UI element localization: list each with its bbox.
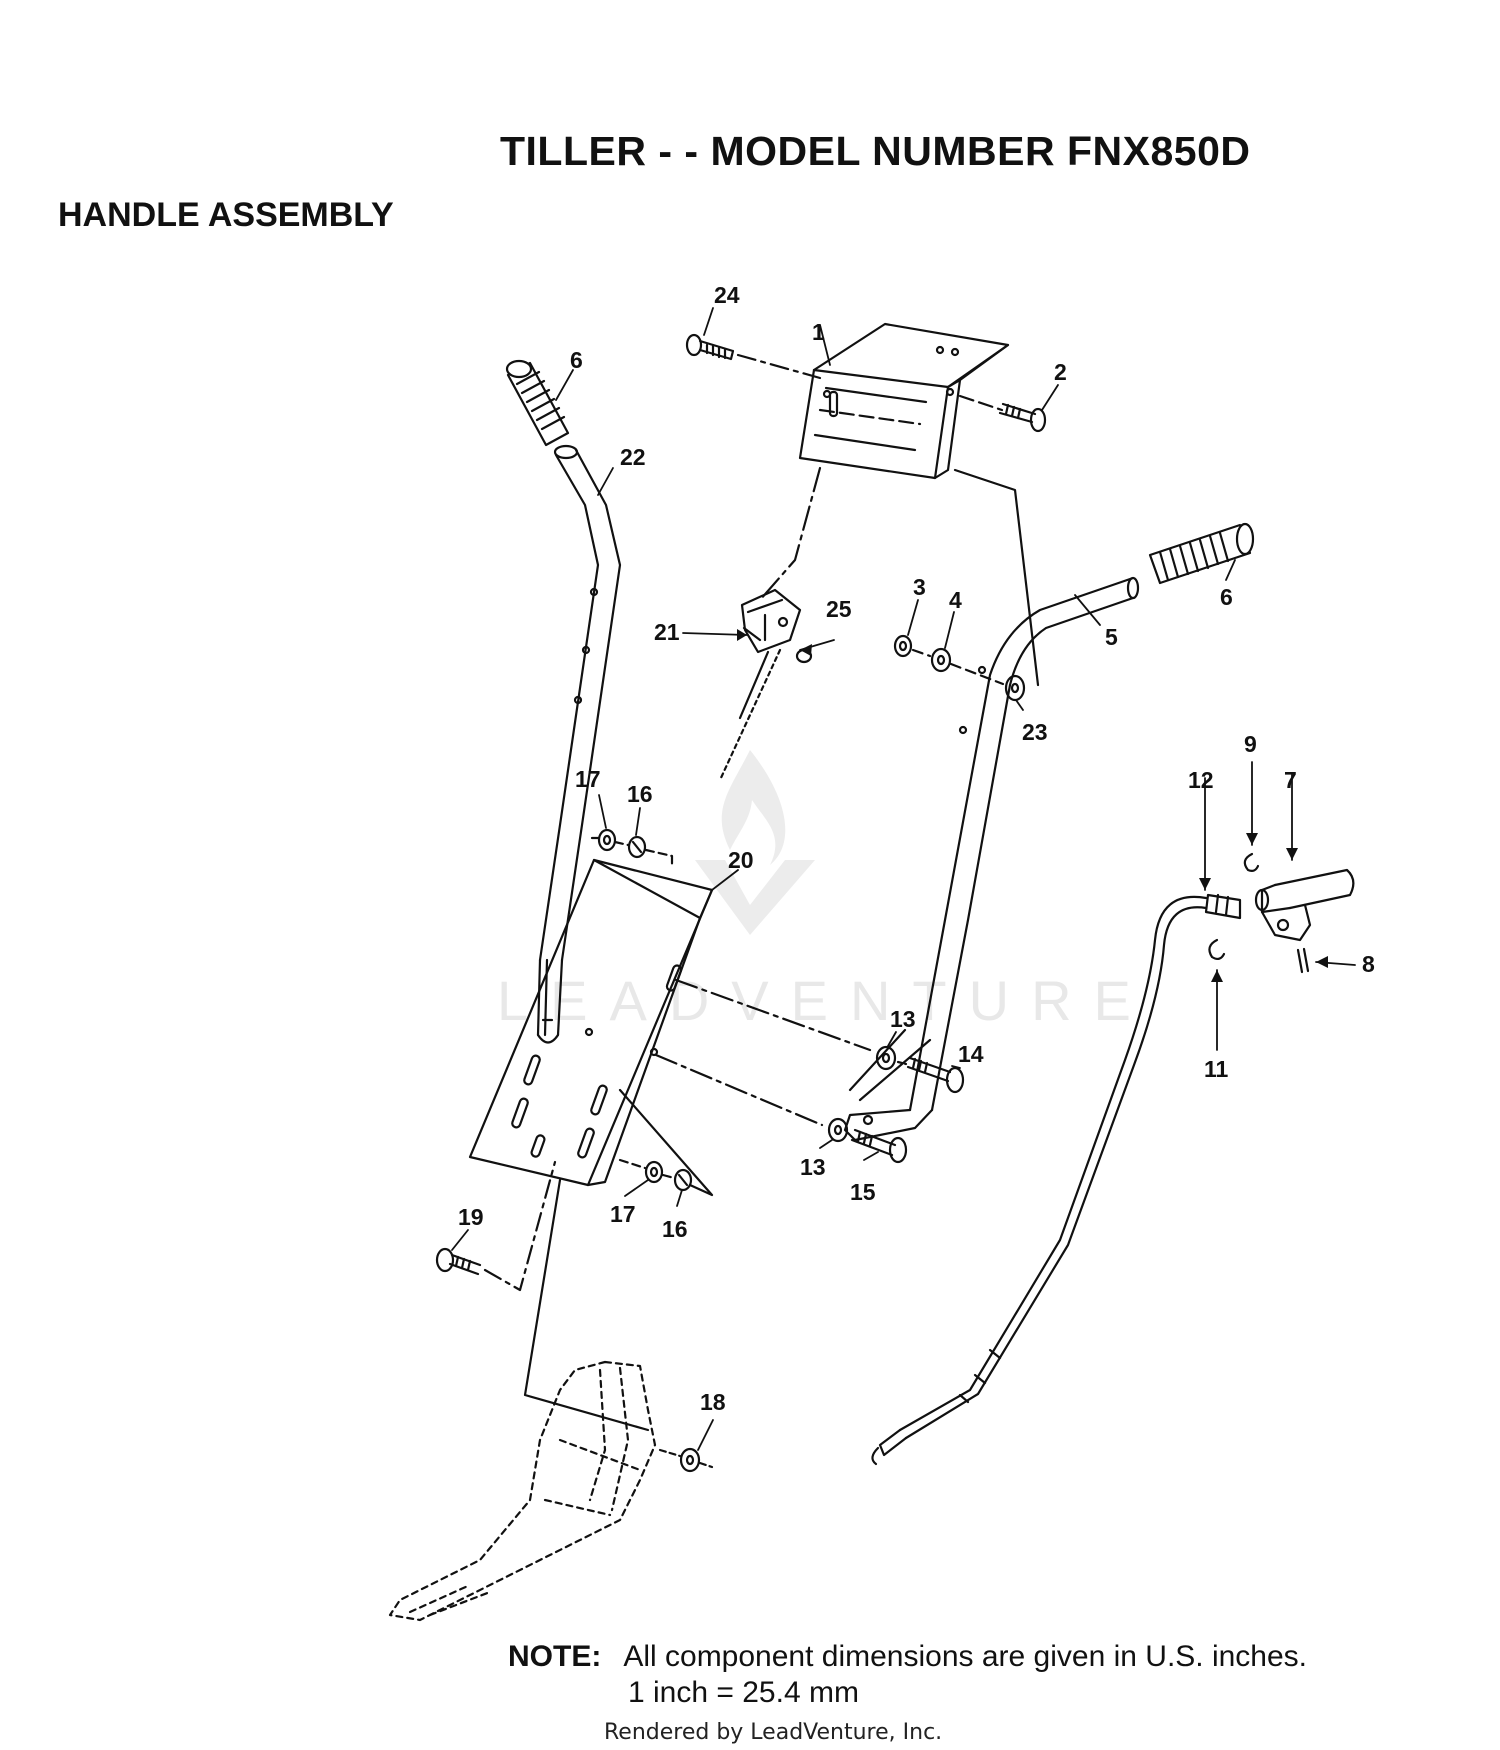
callout-16-lower: 16 bbox=[662, 1216, 688, 1242]
leader-lines bbox=[451, 307, 1356, 1451]
callout-6-left: 6 bbox=[570, 347, 583, 373]
bolt-24-part bbox=[685, 333, 822, 380]
callout-21: 21 bbox=[654, 619, 680, 645]
cable-fitting-12-part bbox=[1204, 893, 1242, 920]
arrowheads bbox=[737, 629, 1328, 982]
washer-16-upper-part bbox=[627, 835, 647, 859]
washer-4-part bbox=[930, 647, 952, 673]
callout-5: 5 bbox=[1105, 624, 1118, 650]
callout-19: 19 bbox=[458, 1204, 484, 1230]
washer-17-lower-part bbox=[644, 1160, 664, 1184]
bolt-2-part bbox=[958, 394, 1047, 433]
callout-17-upper: 17 bbox=[575, 766, 601, 792]
washer-13-lower-part bbox=[827, 1117, 849, 1143]
note-line-2: 1 inch = 25.4 mm bbox=[628, 1676, 859, 1709]
watermark-logo-icon bbox=[695, 750, 815, 935]
callout-18: 18 bbox=[700, 1389, 726, 1415]
callout-16-upper: 16 bbox=[627, 781, 653, 807]
note-label: NOTE: bbox=[508, 1640, 602, 1673]
washer-16-lower-part bbox=[673, 1168, 693, 1192]
right-handle-tube-part bbox=[843, 576, 1140, 1142]
callout-23: 23 bbox=[1022, 719, 1048, 745]
callout-2: 2 bbox=[1054, 359, 1067, 385]
washer-17-upper-part bbox=[597, 828, 617, 852]
callout-25: 25 bbox=[826, 596, 852, 622]
callout-6-right: 6 bbox=[1220, 584, 1233, 610]
callout-13-lower: 13 bbox=[800, 1154, 826, 1180]
callout-labels: 24 1 2 6 22 6 5 3 4 21 25 23 17 16 20 9 … bbox=[458, 282, 1375, 1415]
control-cable-part bbox=[871, 895, 1208, 1466]
watermark-text: LEADVENTURE bbox=[497, 969, 1153, 1032]
callout-24: 24 bbox=[714, 282, 740, 308]
clip-11-part bbox=[1208, 938, 1226, 961]
callout-14: 14 bbox=[958, 1041, 984, 1067]
washer-23-part bbox=[1004, 674, 1026, 702]
callout-7: 7 bbox=[1284, 767, 1297, 793]
tiller-frame-phantom bbox=[388, 1360, 657, 1622]
throttle-control-7-part bbox=[1254, 868, 1355, 942]
callout-13-upper: 13 bbox=[890, 1006, 916, 1032]
callout-17-lower: 17 bbox=[610, 1201, 636, 1227]
left-grip-part bbox=[505, 359, 570, 447]
callout-9: 9 bbox=[1244, 731, 1257, 757]
callout-8: 8 bbox=[1362, 951, 1375, 977]
lower-plate-20-part bbox=[468, 858, 714, 1187]
callout-1: 1 bbox=[812, 319, 825, 345]
cable-bracket-21-part bbox=[718, 588, 802, 782]
callout-15: 15 bbox=[850, 1179, 876, 1205]
page-title: TILLER - - MODEL NUMBER FNX850D bbox=[500, 128, 1251, 174]
right-grip-part bbox=[1148, 522, 1255, 585]
pin-8-part bbox=[1296, 947, 1310, 974]
washer-13-upper-part bbox=[875, 1045, 897, 1071]
bolt-14-part bbox=[896, 1056, 965, 1094]
callout-12: 12 bbox=[1188, 767, 1214, 793]
bolt-19-part bbox=[435, 1160, 557, 1292]
dimension-note: NOTE: All component dimensions are given … bbox=[508, 1640, 1308, 1709]
callout-4: 4 bbox=[949, 587, 962, 613]
upper-bracket-part bbox=[798, 322, 1010, 480]
footer-credit: Rendered by LeadVenture, Inc. bbox=[604, 1720, 943, 1745]
clip-9-part bbox=[1243, 852, 1260, 872]
callout-3: 3 bbox=[913, 574, 926, 600]
callout-11: 11 bbox=[1204, 1056, 1229, 1082]
section-title: HANDLE ASSEMBLY bbox=[58, 196, 394, 234]
nut-18-part bbox=[658, 1447, 714, 1473]
callout-22: 22 bbox=[620, 444, 646, 470]
left-handle-tube-part bbox=[536, 444, 622, 1044]
washer-3-part bbox=[893, 634, 913, 658]
bolt-15-part bbox=[850, 1128, 908, 1164]
note-line-1: All component dimensions are given in U.… bbox=[623, 1640, 1308, 1673]
callout-20: 20 bbox=[728, 847, 754, 873]
